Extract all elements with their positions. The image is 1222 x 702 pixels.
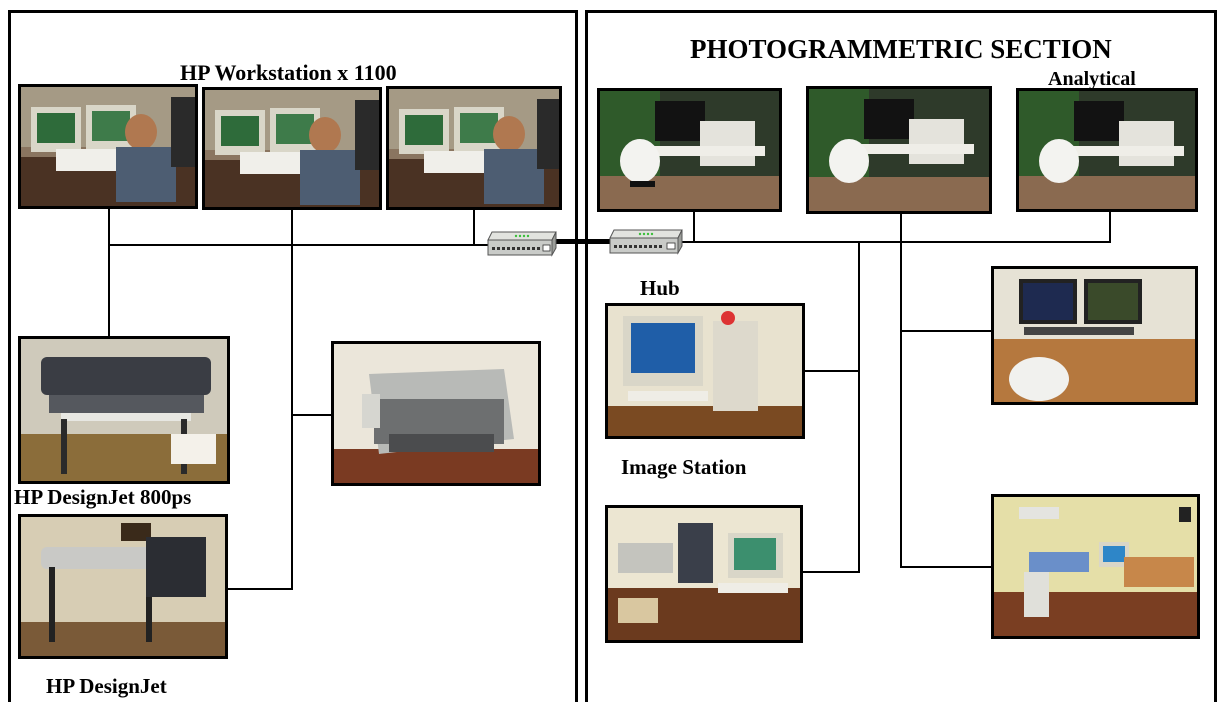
left-panel-right-border xyxy=(575,10,578,702)
wire xyxy=(803,370,860,372)
image-station-label: Image Station xyxy=(621,455,747,479)
photo-image-station xyxy=(991,266,1198,405)
wire xyxy=(291,414,333,416)
wire xyxy=(858,241,860,573)
workstation-title: HP Workstation x 1100 xyxy=(180,60,397,85)
wire xyxy=(228,588,293,590)
wire xyxy=(900,566,993,568)
wire xyxy=(108,244,490,246)
wire xyxy=(291,210,293,590)
wire xyxy=(803,571,860,573)
wire xyxy=(108,244,110,338)
wire xyxy=(693,210,695,243)
wire xyxy=(681,241,1111,243)
photo-image-station xyxy=(605,505,803,643)
photo-workstation xyxy=(18,84,198,209)
photo-scanner xyxy=(18,514,228,659)
designjet-label: HP DesignJet xyxy=(46,674,167,698)
left-panel-left-border xyxy=(8,10,11,702)
designjet-800ps-label: HP DesignJet 800ps xyxy=(14,485,192,509)
hub-icon xyxy=(608,228,684,256)
wire xyxy=(473,208,475,246)
section-title: PHOTOGRAMMETRIC SECTION xyxy=(690,34,1112,64)
analytical-label: Analytical xyxy=(1048,68,1136,90)
photo-printer xyxy=(331,341,541,486)
hub-label: Hub xyxy=(640,276,680,300)
wire xyxy=(1109,210,1111,243)
hub-icon xyxy=(486,230,558,258)
right-panel-right-border xyxy=(1214,10,1217,702)
photo-analytical-station xyxy=(806,86,992,214)
hub-link-cable xyxy=(555,239,613,244)
wire xyxy=(108,207,110,245)
photo-analytical-station xyxy=(597,88,782,212)
right-panel-top-border xyxy=(585,10,1217,13)
photo-image-station xyxy=(991,494,1200,639)
photo-analytical-station xyxy=(1016,88,1198,212)
wire xyxy=(900,214,902,568)
left-panel-top-border xyxy=(8,10,578,13)
photo-image-station xyxy=(605,303,805,439)
photo-workstation xyxy=(202,87,382,210)
wire xyxy=(900,330,993,332)
photo-plotter xyxy=(18,336,230,484)
right-panel-left-border xyxy=(585,10,588,702)
photo-workstation xyxy=(386,86,562,210)
